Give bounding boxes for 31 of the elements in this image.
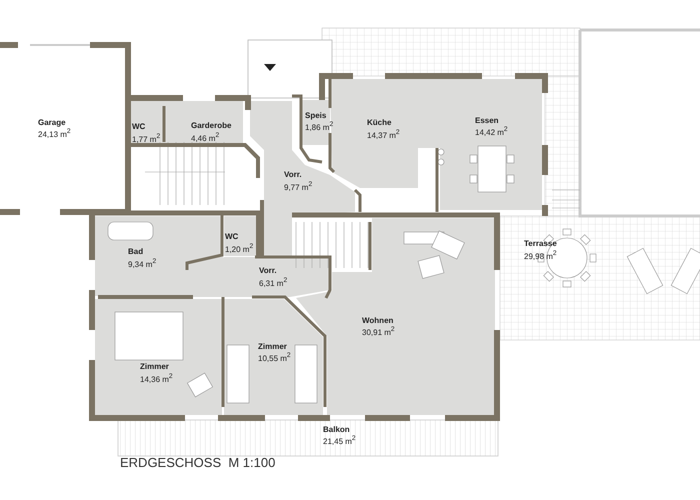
room-area: 4,46 m$^{2}$ [191,133,220,143]
room-area: 21,45 m$^{2}$ [323,436,356,446]
room-name: Garderobe [191,122,232,130]
room-area: 10,55 m$^{2}$ [258,353,291,363]
room-name: Vorr. [259,267,277,275]
room-area: 14,36 m$^{2}$ [140,374,173,384]
room-name: WC [225,233,238,241]
room-area: 14,37 m$^{2}$ [367,130,400,140]
room-name: Zimmer [140,363,169,371]
drawing-title: ERDGESCHOSS M 1:100 [120,455,276,470]
room-area: 14,42 m$^{2}$ [475,127,508,137]
room-area: 24,13 m$^{2}$ [38,129,71,139]
room-name: Küche [367,119,392,127]
room-name: Garage [38,119,66,127]
room-name: Bad [128,248,144,256]
room-area: 6,31 m$^{2}$ [259,278,288,288]
room-name: Essen [475,117,499,125]
room-name: Wohnen [362,317,394,325]
room-area: 1,86 m$^{2}$ [305,122,334,132]
room-area: 30,91 m$^{2}$ [362,327,395,337]
room-area: 9,77 m$^{2}$ [284,182,312,192]
room-name: Terrasse [524,240,557,248]
room-name: Zimmer [258,343,287,351]
room-area: 1,77 m$^{2}$ [132,134,160,144]
room-name: Vorr. [284,171,302,179]
room-name: Speis [305,112,326,120]
room-area: 29,98 m$^{2}$ [524,251,557,261]
room-name: Balkon [323,426,350,434]
room-area: 9,34 m$^{2}$ [128,259,156,269]
room-area: 1,20 m$^{2}$ [225,244,254,254]
room-name: WC [132,123,146,131]
